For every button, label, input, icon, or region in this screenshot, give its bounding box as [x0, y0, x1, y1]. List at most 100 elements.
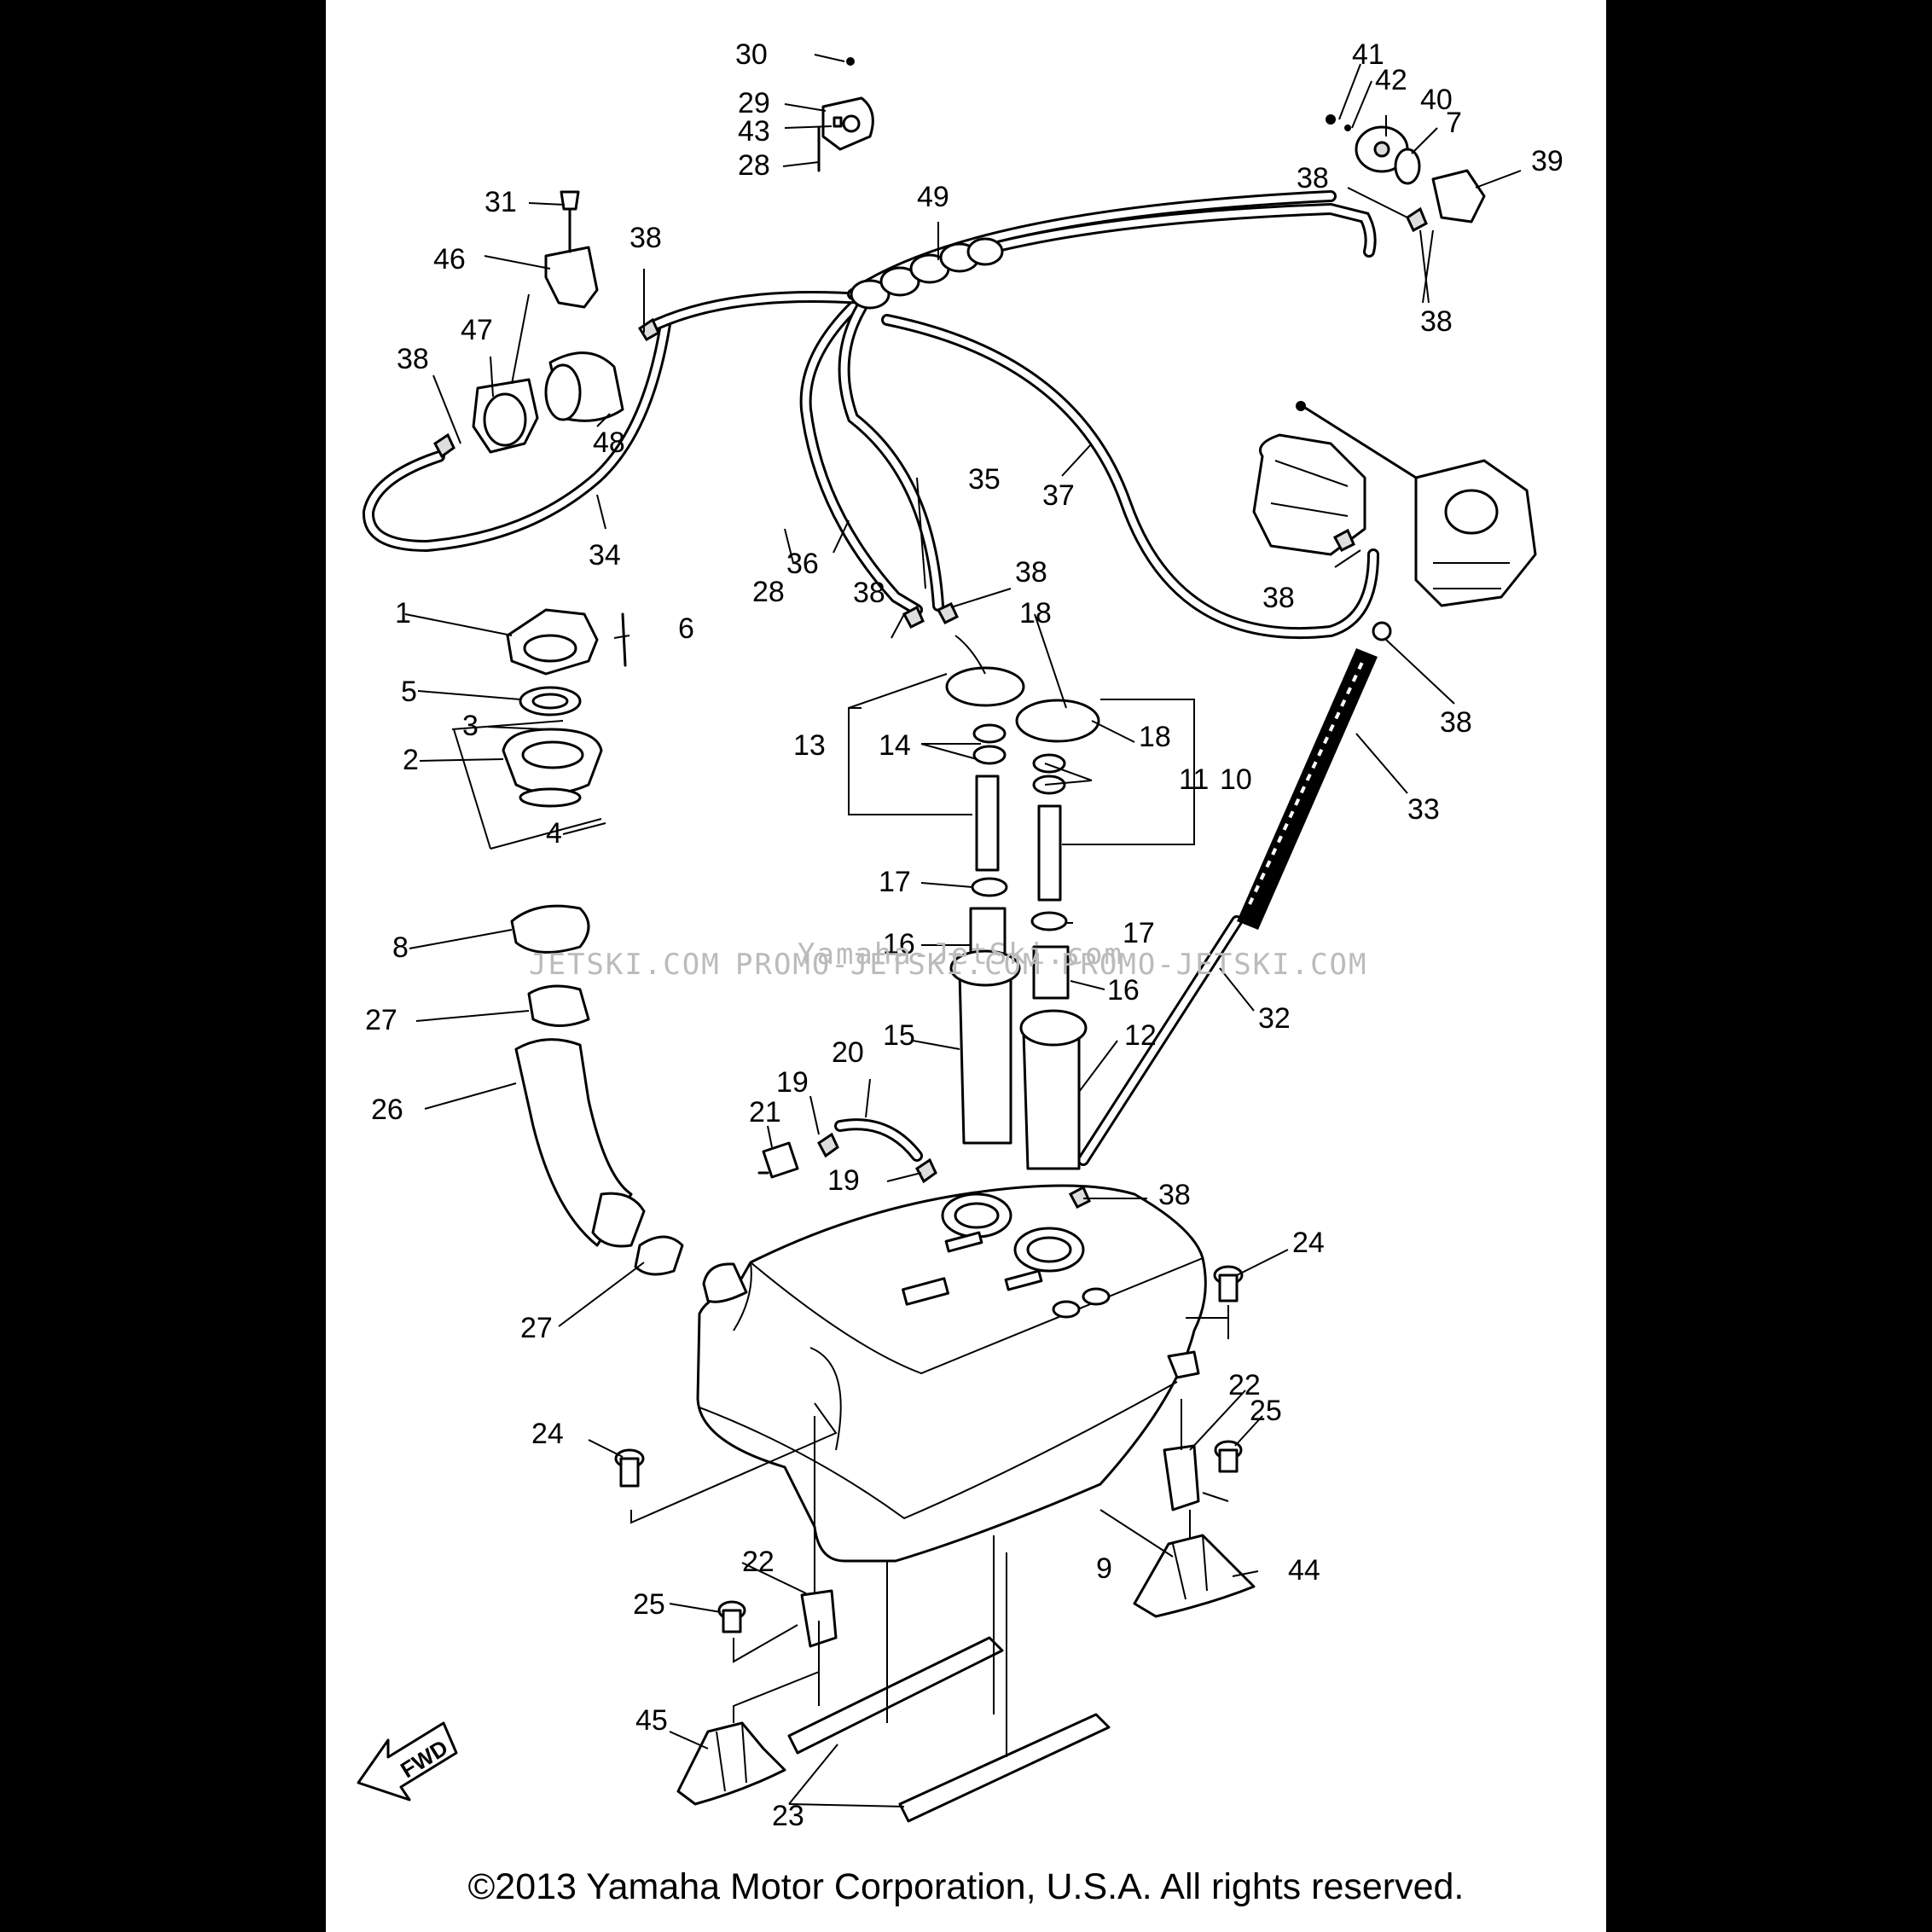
callout-38h: 38 — [1297, 162, 1329, 194]
callout-28a: 28 — [738, 149, 770, 182]
carburetor — [1252, 401, 1537, 641]
watermark-overlay: Yamaha-JetSki.com — [798, 937, 1123, 972]
tube-15 — [958, 971, 1012, 1145]
gasket-8 — [510, 904, 590, 954]
callout-22a: 22 — [1228, 1369, 1261, 1401]
strap-23-lower — [898, 1713, 1111, 1823]
callout-6: 6 — [678, 612, 694, 645]
callout-11: 11 — [1179, 763, 1209, 796]
filter-16-right — [1032, 945, 1070, 1000]
callout-4: 4 — [546, 817, 562, 850]
pickup-cap-13 — [945, 666, 1025, 707]
mount-hardware — [614, 1265, 1256, 1823]
fuel-tank-9 — [696, 1184, 1207, 1563]
fuel-hoses — [363, 190, 1379, 640]
pickup-assemblies — [848, 635, 1195, 1170]
tube-12 — [1022, 1030, 1081, 1170]
callout-14: 14 — [879, 729, 911, 762]
callout-17a: 17 — [879, 866, 911, 898]
callout-18b: 18 — [1139, 721, 1171, 753]
callout-42: 42 — [1375, 64, 1407, 96]
fwd-direction-arrow: FWD — [357, 1721, 458, 1801]
callout-48: 48 — [593, 426, 625, 459]
callout-41: 41 — [1352, 38, 1384, 71]
callout-38f: 38 — [397, 343, 429, 375]
callout-39: 39 — [1531, 145, 1564, 177]
callout-8: 8 — [392, 931, 409, 964]
callout-38b: 38 — [1015, 556, 1047, 589]
callout-38a: 38 — [853, 577, 885, 609]
callout-45: 45 — [635, 1704, 668, 1737]
callout-47: 47 — [461, 314, 493, 346]
callout-15: 15 — [883, 1019, 915, 1052]
callout-46: 46 — [433, 243, 466, 276]
callout-31: 31 — [484, 186, 517, 218]
clamp-27-lower — [634, 1235, 684, 1276]
hose-clamps-38 — [902, 528, 1355, 1209]
callout-7: 7 — [1446, 107, 1462, 139]
callout-25b: 25 — [633, 1588, 665, 1621]
callout-37: 37 — [1042, 479, 1075, 512]
clamp-38 — [1372, 621, 1392, 641]
filter-holder-46 — [544, 246, 599, 309]
hose-protector-49 — [850, 237, 1004, 310]
callout-43: 43 — [738, 115, 770, 148]
callout-1: 1 — [395, 597, 411, 629]
callout-38i: 38 — [1420, 305, 1453, 338]
filler-assembly — [502, 608, 684, 1276]
callout-38g: 38 — [629, 222, 662, 254]
callout-38e: 38 — [1158, 1179, 1191, 1211]
callout-19b: 19 — [827, 1164, 860, 1197]
callout-34: 34 — [589, 539, 621, 571]
callout-27a: 27 — [365, 1004, 397, 1036]
callout-35: 35 — [968, 463, 1001, 496]
callout-40: 40 — [1420, 84, 1453, 116]
fuel-sender-assembly — [1326, 114, 1486, 233]
callout-30: 30 — [735, 38, 768, 71]
callout-22b: 22 — [742, 1546, 775, 1578]
callout-36: 36 — [786, 548, 819, 580]
callout-44: 44 — [1288, 1554, 1320, 1587]
callout-32: 32 — [1258, 1002, 1291, 1035]
base-44 — [1133, 1534, 1256, 1618]
vent-hose — [1077, 648, 1378, 1166]
callout-38d: 38 — [1440, 706, 1472, 739]
base-45 — [676, 1721, 786, 1806]
callout-23: 23 — [772, 1800, 804, 1832]
pickup-cap-10 — [1015, 699, 1100, 743]
watermark-left: JETSKI.COM — [529, 948, 721, 982]
callout-16a: 16 — [883, 928, 915, 960]
leader-lines — [404, 54, 1522, 1807]
callout-25a: 25 — [1250, 1395, 1282, 1427]
fuel-cock-assembly — [817, 57, 874, 172]
callout-16b: 16 — [1107, 974, 1140, 1007]
callout-3: 3 — [462, 710, 479, 742]
watermark-right: PROMO-JETSKI.COM PROMO-JETSKI.COM — [735, 948, 1368, 982]
watermarks: JETSKI.COM PROMO-JETSKI.COM PROMO-JETSKI… — [529, 937, 1368, 982]
callout-24a: 24 — [1292, 1227, 1325, 1259]
sender-39 — [1431, 169, 1486, 223]
callout-24b: 24 — [531, 1418, 564, 1450]
fuel-filter-assembly — [433, 190, 660, 459]
strap-23-upper — [787, 1636, 1004, 1755]
callout-9: 9 — [1096, 1552, 1112, 1585]
callout-12: 12 — [1124, 1019, 1157, 1052]
callout-21: 21 — [749, 1096, 781, 1128]
callout-29: 29 — [738, 87, 770, 119]
callout-13: 13 — [793, 729, 826, 762]
callout-20: 20 — [832, 1036, 864, 1069]
callout-38c: 38 — [1262, 582, 1295, 614]
callout-33: 33 — [1407, 793, 1440, 826]
bolt-31 — [560, 190, 580, 211]
callout-49: 49 — [917, 181, 949, 213]
callout-17b: 17 — [1123, 917, 1155, 949]
valve-21 — [762, 1141, 799, 1179]
clamp-27 — [527, 984, 590, 1027]
callout-5: 5 — [401, 676, 417, 708]
copyright-notice: ©2013 Yamaha Motor Corporation, U.S.A. A… — [467, 1866, 1465, 1907]
callout-26: 26 — [371, 1094, 403, 1126]
check-valve — [757, 1118, 937, 1184]
callout-18a: 18 — [1019, 597, 1052, 629]
